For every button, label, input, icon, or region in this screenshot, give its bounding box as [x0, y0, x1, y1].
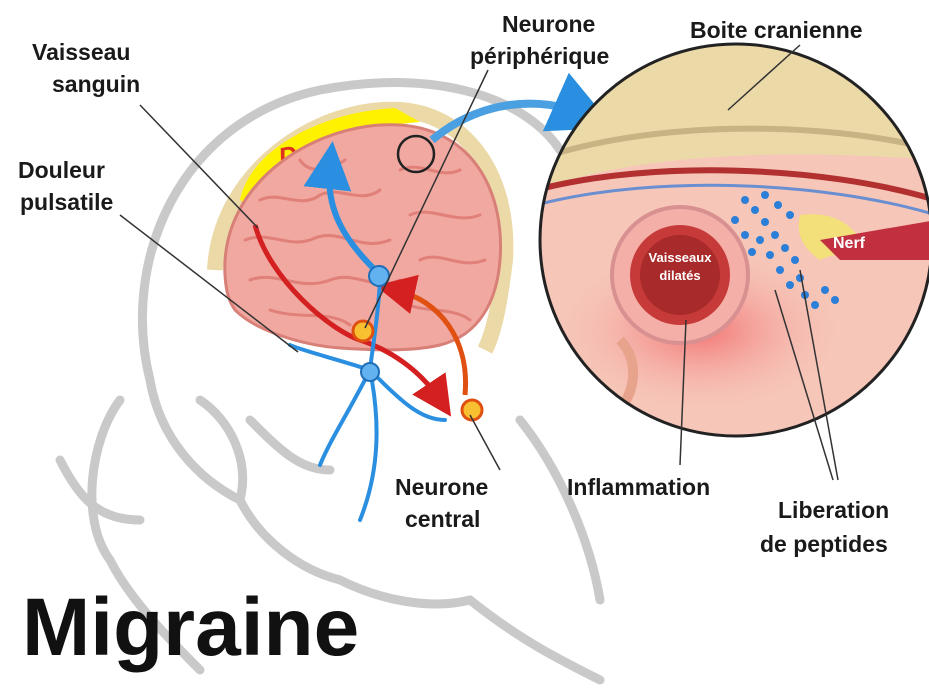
neurone-central-label-2: central	[405, 506, 480, 532]
blue-dot-lower	[361, 363, 379, 381]
dilated-vessels-label-2: dilatés	[659, 268, 700, 283]
douleur-pulsatile-label-1: Douleur	[18, 157, 105, 183]
liberation-label-2: de peptides	[760, 531, 888, 557]
zoom-circle	[536, 40, 929, 440]
central-neuron-dot	[462, 400, 482, 420]
vaisseau-label-2: sanguin	[52, 71, 140, 97]
neurone-peripherique-label-2: périphérique	[470, 43, 609, 69]
dilated-vessels-label-1: Vaisseaux	[649, 250, 713, 265]
nerve-label: Nerf	[833, 235, 866, 252]
neurone-central-label-1: Neurone	[395, 474, 488, 500]
orange-dot-brain	[353, 321, 373, 341]
inflammation-label: Inflammation	[567, 474, 710, 500]
page-title: Migraine	[22, 582, 359, 673]
liberation-label-1: Liberation	[778, 497, 889, 523]
boite-cranienne-label: Boite cranienne	[690, 17, 863, 43]
neurone-peripherique-label-1: Neurone	[502, 11, 595, 37]
douleur-pulsatile-label-2: pulsatile	[20, 189, 113, 215]
vaisseau-label-1: Vaisseau	[32, 39, 130, 65]
